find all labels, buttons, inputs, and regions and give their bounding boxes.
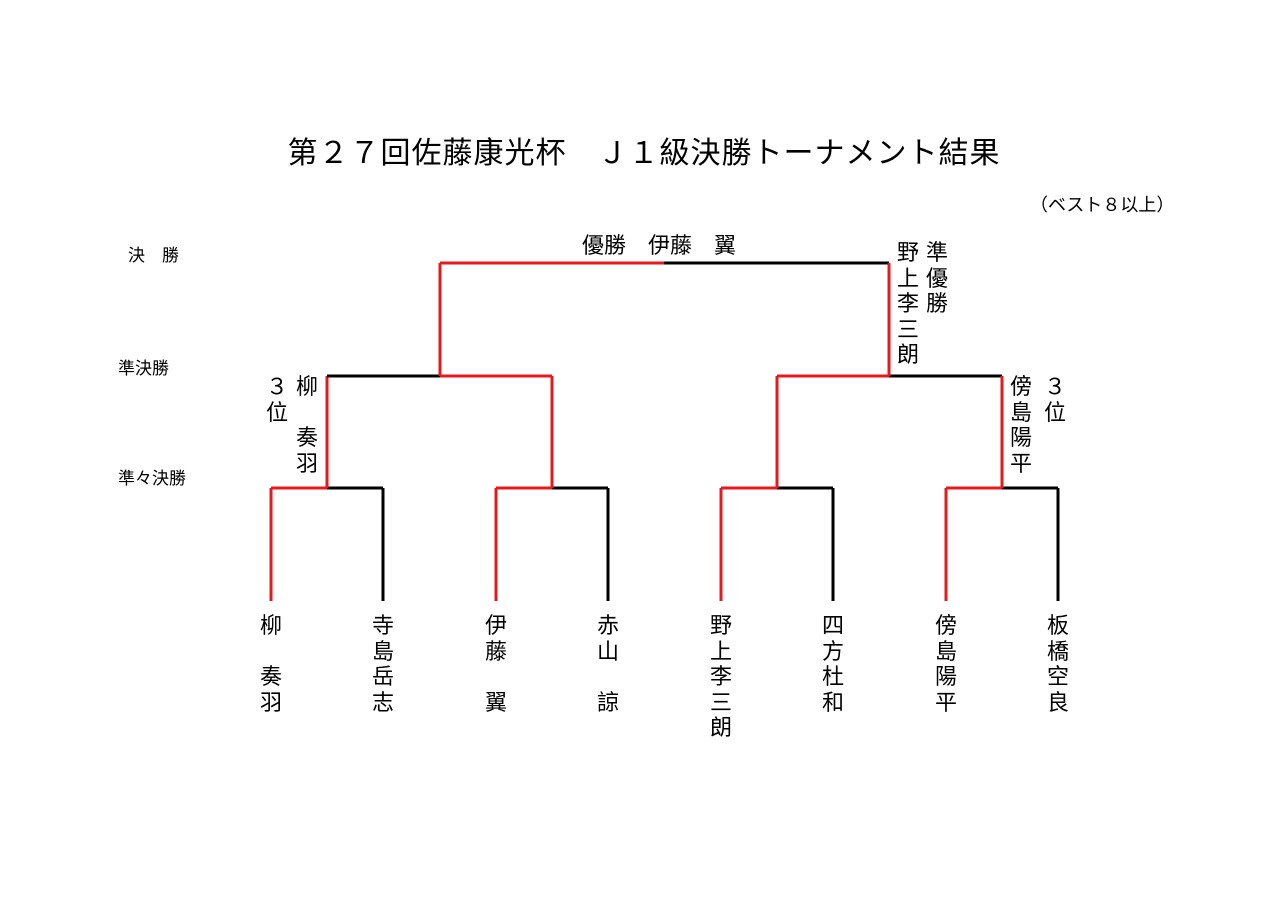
- third-place-left-name: 柳 奏 羽: [295, 375, 318, 477]
- subtitle: （ベスト８以上）: [1030, 195, 1175, 216]
- runner-up-label: 準 優 勝: [925, 241, 948, 317]
- player-name: 野 上 李 三 朗: [709, 614, 732, 741]
- player-name: 傍 島 陽 平: [934, 614, 957, 716]
- round-label-semi: 準決勝: [118, 359, 169, 379]
- page-title: 第２７回佐藤康光杯 Ｊ１級決勝トーナメント結果: [287, 136, 1001, 171]
- third-place-right-name: 傍 島 陽 平: [1009, 375, 1032, 477]
- third-place-right-label: ３ 位: [1043, 375, 1066, 426]
- round-label-quarter: 準々決勝: [118, 469, 186, 489]
- player-name: 四 方 杜 和: [821, 614, 844, 716]
- player-name: 伊 藤 翼: [484, 614, 507, 716]
- player-name: 赤 山 諒: [596, 614, 619, 716]
- champion-label: 優勝 伊藤 翼: [582, 234, 737, 259]
- round-label-final: 決 勝: [128, 246, 179, 266]
- runner-up-name: 野 上 李 三 朗: [896, 241, 919, 368]
- player-name: 寺 島 岳 志: [371, 614, 394, 716]
- third-place-left-label: ３ 位: [265, 375, 288, 426]
- player-name: 板 橋 空 良: [1046, 614, 1069, 716]
- player-name: 柳 奏 羽: [259, 614, 282, 716]
